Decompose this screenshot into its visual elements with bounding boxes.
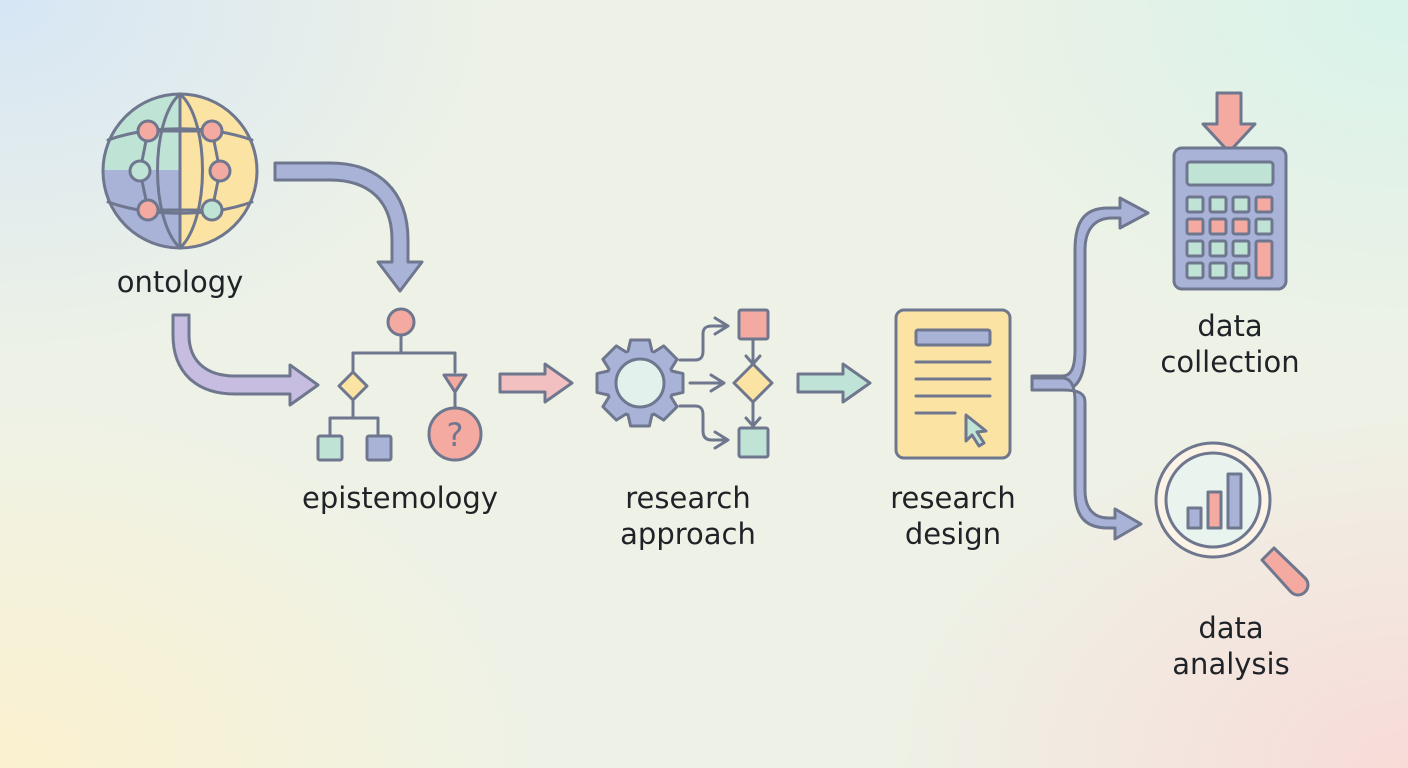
calculator-key bbox=[1254, 195, 1274, 214]
branch-arrows bbox=[1030, 196, 1150, 541]
label-ontology: ontology bbox=[117, 264, 244, 300]
research-design-line2: design bbox=[904, 517, 1002, 551]
ontology-label: ontology bbox=[116, 265, 244, 299]
calculator-key bbox=[1185, 261, 1205, 280]
data-analysis-line2: analysis bbox=[1172, 647, 1290, 681]
arrow-approach-to-design bbox=[796, 362, 872, 404]
label-research-approach: research approach bbox=[620, 480, 756, 552]
research-design-line1: research bbox=[890, 481, 1016, 515]
calculator-key-equals bbox=[1254, 239, 1274, 280]
calculator-key bbox=[1185, 195, 1205, 214]
gear-flowchart-icon bbox=[595, 308, 774, 459]
decision-tree-icon: ? bbox=[316, 307, 483, 462]
data-collection-line1: data bbox=[1197, 309, 1263, 343]
calculator-key bbox=[1208, 261, 1228, 280]
calculator-key bbox=[1208, 217, 1228, 236]
label-data-collection: data collection bbox=[1160, 308, 1299, 380]
label-data-analysis: data analysis bbox=[1172, 610, 1289, 682]
data-analysis-line1: data bbox=[1198, 611, 1264, 645]
question-mark-icon: ? bbox=[447, 416, 464, 454]
arrow-epistemology-to-approach bbox=[498, 362, 574, 404]
calculator-key bbox=[1185, 217, 1205, 236]
magnifier-chart-icon bbox=[1154, 441, 1310, 597]
calculator-key bbox=[1208, 239, 1228, 258]
arrow-ontology-to-epistemology-bottom bbox=[171, 313, 320, 407]
calculator-key bbox=[1231, 217, 1251, 236]
calculator-key bbox=[1231, 195, 1251, 214]
calculator-icon bbox=[1172, 91, 1288, 291]
data-collection-line2: collection bbox=[1160, 345, 1300, 379]
calculator-key bbox=[1208, 195, 1228, 214]
globe-network-icon bbox=[101, 92, 259, 250]
arrow-ontology-to-epistemology-top bbox=[273, 161, 424, 293]
epistemology-label: epistemology bbox=[302, 481, 498, 515]
calculator-key bbox=[1231, 239, 1251, 258]
down-arrow-icon bbox=[1201, 91, 1257, 154]
label-epistemology: epistemology bbox=[302, 480, 498, 516]
label-research-design: research design bbox=[890, 480, 1015, 552]
calculator-key bbox=[1231, 261, 1251, 280]
calculator-key bbox=[1254, 217, 1274, 236]
research-approach-line2: approach bbox=[620, 517, 756, 551]
document-cursor-icon bbox=[894, 308, 1012, 460]
calculator-key bbox=[1185, 239, 1205, 258]
research-approach-line1: research bbox=[625, 481, 751, 515]
